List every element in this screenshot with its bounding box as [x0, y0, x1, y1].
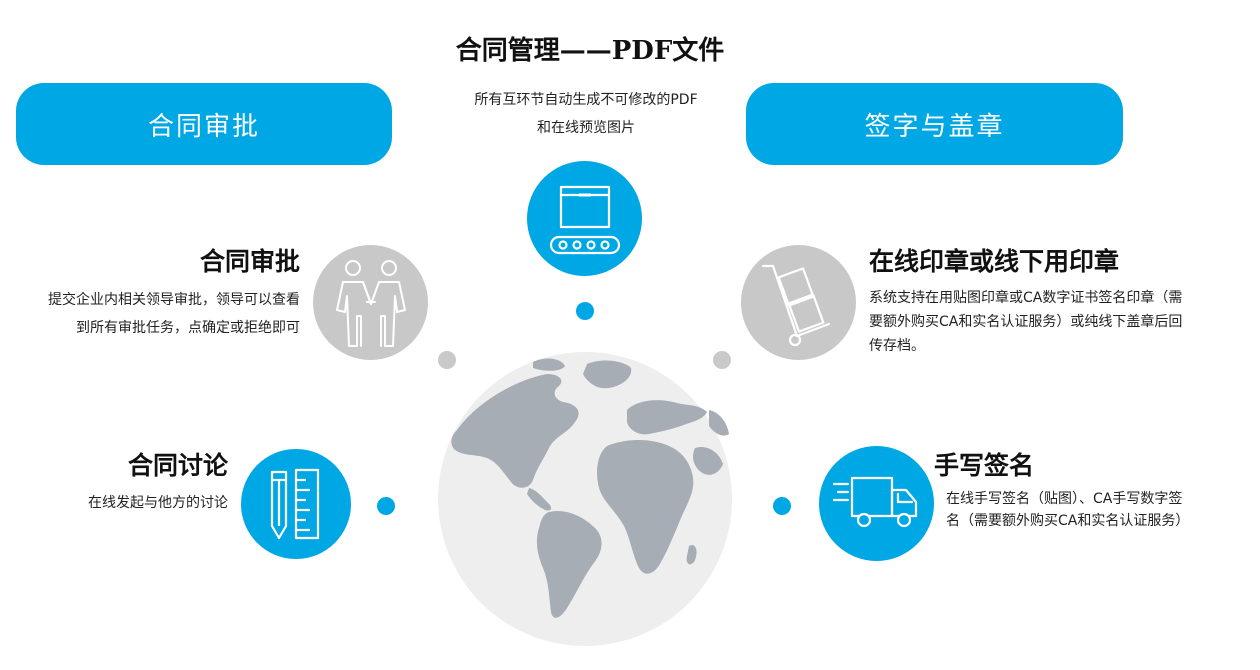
- pdf-circle: [527, 161, 642, 276]
- hand-truck-icon: [761, 264, 830, 346]
- approval-pill-label: 合同审批: [147, 111, 260, 142]
- right-blue-dot: [773, 497, 791, 515]
- delivery-truck-icon: [832, 476, 917, 527]
- handwrite-desc-line1: 在线手写签名（贴图）、CA手写数字签: [946, 491, 1183, 507]
- approval-title: 合同审批: [199, 247, 300, 276]
- globe-icon: [438, 352, 732, 646]
- sign-seal-pill[interactable]: 签字与盖章: [746, 83, 1123, 165]
- seal-desc-line2: 要额外购买CA和实名认证服务）或纯线下盖章后回: [869, 314, 1183, 330]
- sign-seal-pill-label: 签字与盖章: [864, 111, 1005, 142]
- seal-title: 在线印章或线下用印章: [869, 247, 1120, 276]
- approval-circle: [313, 245, 428, 360]
- handwrite-desc-line2: 名（需要额外购买CA和实名认证服务）: [946, 513, 1190, 529]
- left-gray-dot: [438, 351, 456, 369]
- discussion-circle: [241, 449, 351, 559]
- approval-pill[interactable]: 合同审批: [16, 83, 392, 165]
- discussion-desc-line1: 在线发起与他方的讨论: [88, 495, 228, 511]
- approval-desc-line2: 到所有审批任务，点确定或拒绝即可: [76, 320, 300, 336]
- seal-circle: [741, 245, 856, 360]
- header-desc-line2: 和在线预览图片: [537, 120, 635, 136]
- handwrite-circle: [819, 446, 934, 561]
- approval-desc-line1: 提交企业内相关领导审批，领导可以查看: [48, 292, 300, 308]
- pencil-ruler-icon: [270, 468, 320, 540]
- seal-desc-line1: 系统支持在用贴图印章或CA数字证书签名印章（需: [869, 290, 1183, 306]
- left-blue-dot: [377, 497, 395, 515]
- handshake-icon: [335, 259, 406, 347]
- center-top-dot: [576, 302, 594, 320]
- handwrite-title: 手写签名: [934, 451, 1035, 480]
- discussion-title: 合同讨论: [127, 451, 228, 480]
- header-title: 合同管理——PDF文件: [455, 36, 725, 66]
- header-desc-line1: 所有互环节自动生成不可修改的PDF: [474, 92, 698, 108]
- right-gray-dot: [713, 351, 731, 369]
- conveyor-box-icon: [549, 185, 620, 254]
- seal-desc-line3: 传存档。: [869, 338, 925, 354]
